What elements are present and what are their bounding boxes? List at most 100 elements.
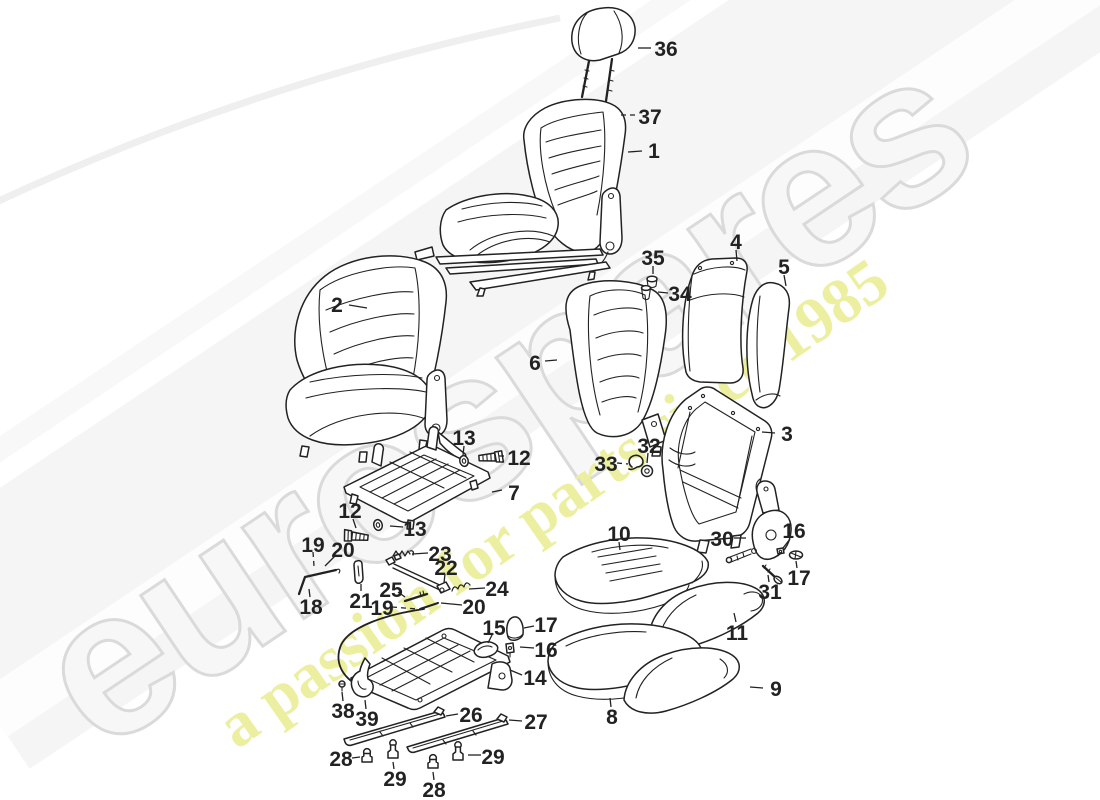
callout-14: 14: [509, 667, 547, 690]
callout-24: 24: [468, 578, 509, 601]
part-side-bolster-5: [746, 281, 791, 409]
callout-12: 12: [338, 500, 362, 529]
callout-19: 19: [301, 534, 325, 567]
callout-16: 16: [519, 639, 558, 662]
callout-20: 20: [440, 596, 486, 619]
part-spring-24: [451, 582, 471, 592]
svg-text:8: 8: [606, 706, 618, 729]
part-bolt-29-right: [452, 741, 464, 761]
svg-text:36: 36: [654, 38, 677, 61]
callout-21: 21: [349, 584, 373, 613]
svg-text:35: 35: [641, 247, 665, 270]
svg-text:27: 27: [524, 711, 547, 734]
callout-8: 8: [606, 697, 618, 729]
callout-9: 9: [749, 678, 782, 701]
svg-text:2: 2: [331, 294, 343, 317]
svg-text:7: 7: [508, 482, 520, 505]
callout-34: 34: [657, 283, 692, 306]
part-bushing-34: [640, 284, 652, 301]
callout-5: 5: [778, 256, 790, 287]
part-lever-39: [350, 657, 374, 698]
callout-13: 13: [452, 427, 476, 456]
callout-37: 37: [621, 106, 662, 129]
svg-text:22: 22: [434, 557, 457, 580]
callout-29: 29: [383, 761, 407, 791]
svg-text:3: 3: [781, 423, 793, 446]
svg-text:20: 20: [462, 596, 485, 619]
svg-text:20: 20: [331, 539, 354, 562]
callout-13: 13: [389, 518, 427, 541]
callout-22: 22: [434, 557, 458, 584]
svg-text:18: 18: [299, 596, 323, 619]
part-bolt-28-left: [361, 747, 373, 763]
part-hook-33: [628, 454, 644, 471]
callout-26: 26: [445, 704, 483, 727]
callout-35: 35: [641, 247, 665, 274]
part-washer-32: [640, 464, 654, 478]
part-plate-21: [353, 559, 364, 584]
callout-7: 7: [491, 482, 520, 505]
callout-16: 16: [782, 520, 806, 549]
part-backrest-6: [565, 280, 668, 457]
part-wire-19: [337, 602, 439, 687]
callout-27: 27: [508, 711, 548, 734]
svg-text:39: 39: [355, 708, 378, 731]
callout-11: 11: [726, 612, 748, 645]
callout-32: 32: [637, 435, 661, 464]
part-seat-frame-7: [343, 426, 491, 530]
part-seat-2: [285, 255, 467, 463]
callout-28: 28: [329, 748, 361, 771]
part-cushion-10: [554, 537, 710, 614]
svg-text:5: 5: [778, 256, 790, 279]
callout-39: 39: [355, 699, 379, 731]
callout-25: 25: [379, 579, 406, 602]
svg-text:19: 19: [301, 534, 324, 557]
svg-text:37: 37: [638, 106, 661, 129]
svg-text:17: 17: [787, 567, 810, 590]
part-bolster-9: [623, 647, 740, 714]
svg-text:28: 28: [422, 779, 446, 800]
svg-text:10: 10: [607, 523, 630, 546]
callout-17: 17: [523, 614, 558, 637]
svg-text:29: 29: [383, 768, 406, 791]
svg-text:24: 24: [485, 578, 509, 601]
svg-text:13: 13: [403, 518, 426, 541]
svg-text:31: 31: [758, 581, 782, 604]
callout-4: 4: [730, 231, 742, 262]
svg-text:26: 26: [459, 704, 482, 727]
part-nut-16-right: [776, 547, 785, 555]
part-rod-18: [297, 568, 341, 596]
svg-text:38: 38: [331, 700, 355, 723]
svg-text:9: 9: [770, 678, 782, 701]
svg-text:19: 19: [370, 597, 393, 620]
part-link-22: [385, 553, 451, 594]
svg-text:12: 12: [507, 447, 530, 470]
svg-text:6: 6: [529, 352, 541, 375]
svg-text:1: 1: [648, 140, 660, 163]
part-rod-25: [403, 590, 429, 603]
callout-3: 3: [761, 423, 793, 446]
callout-28: 28: [422, 771, 446, 800]
svg-text:23: 23: [428, 543, 451, 566]
part-headrest: [571, 6, 636, 103]
parts-layer: [285, 6, 804, 769]
callout-30: 30: [710, 528, 746, 551]
part-nut-16-left: [505, 642, 515, 658]
callout-36: 36: [638, 38, 678, 61]
svg-text:25: 25: [379, 579, 403, 602]
svg-text:33: 33: [594, 453, 617, 476]
callout-31: 31: [758, 574, 782, 604]
svg-text:16: 16: [782, 520, 805, 543]
svg-text:21: 21: [349, 590, 373, 613]
part-backrest-padding-4: [681, 257, 748, 384]
part-washer-17-right: [788, 550, 804, 560]
part-rail-27: [406, 713, 509, 754]
svg-text:13: 13: [452, 427, 475, 450]
part-bolt-28-mid: [427, 753, 439, 769]
part-clip-15: [473, 641, 499, 659]
callout-2: 2: [331, 294, 368, 317]
callout-6: 6: [529, 352, 558, 375]
